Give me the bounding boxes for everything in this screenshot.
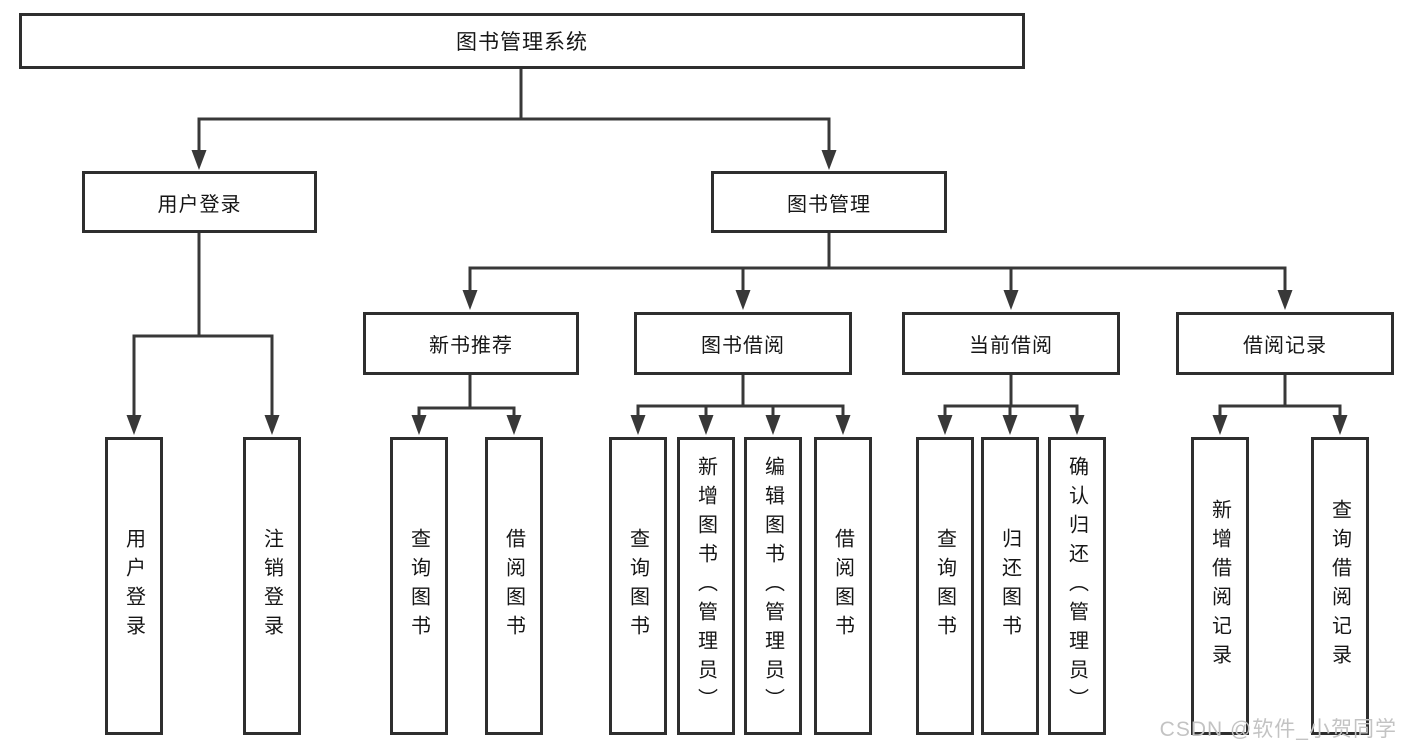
arrowhead-icon bbox=[126, 415, 142, 435]
leaf-query-books-borrowing: 查询图书 bbox=[609, 437, 667, 735]
leaf-query-books-recommend: 查询图书 bbox=[390, 437, 448, 735]
arrowhead-icon bbox=[264, 415, 280, 435]
arrowhead-icon bbox=[462, 290, 478, 310]
node-borrow-records: 借阅记录 bbox=[1176, 312, 1394, 375]
leaf-add-borrow-record: 新增借阅记录 bbox=[1191, 437, 1249, 735]
arrowhead-icon bbox=[411, 415, 427, 435]
leaf-edit-book-admin: 编辑图书（管理员） bbox=[744, 437, 802, 735]
arrowhead-icon bbox=[765, 415, 781, 435]
arrowhead-icon bbox=[1332, 415, 1348, 435]
leaf-user-login: 用户登录 bbox=[105, 437, 163, 735]
node-current-borrowing: 当前借阅 bbox=[902, 312, 1120, 375]
arrowhead-icon bbox=[506, 415, 522, 435]
leaf-logout: 注销登录 bbox=[243, 437, 301, 735]
arrowhead-icon bbox=[191, 150, 207, 170]
leaf-borrow-books: 借阅图书 bbox=[814, 437, 872, 735]
leaf-add-book-admin: 新增图书（管理员） bbox=[677, 437, 735, 735]
arrowhead-icon bbox=[1212, 415, 1228, 435]
node-user-login: 用户登录 bbox=[82, 171, 317, 233]
node-book-management: 图书管理 bbox=[711, 171, 947, 233]
arrowhead-icon bbox=[1277, 290, 1293, 310]
arrowhead-icon bbox=[1003, 290, 1019, 310]
leaf-query-borrow-record: 查询借阅记录 bbox=[1311, 437, 1369, 735]
arrowhead-icon bbox=[821, 150, 837, 170]
arrowhead-icon bbox=[835, 415, 851, 435]
leaf-confirm-return-admin: 确认归还（管理员） bbox=[1048, 437, 1106, 735]
node-book-borrowing: 图书借阅 bbox=[634, 312, 852, 375]
arrowhead-icon bbox=[630, 415, 646, 435]
leaf-return-books: 归还图书 bbox=[981, 437, 1039, 735]
arrowhead-icon bbox=[937, 415, 953, 435]
arrowhead-icon bbox=[1069, 415, 1085, 435]
arrowhead-icon bbox=[698, 415, 714, 435]
arrowhead-icon bbox=[735, 290, 751, 310]
leaf-query-books-current: 查询图书 bbox=[916, 437, 974, 735]
node-library-system: 图书管理系统 bbox=[19, 13, 1025, 69]
leaf-borrow-books-recommend: 借阅图书 bbox=[485, 437, 543, 735]
arrowhead-icon bbox=[1002, 415, 1018, 435]
node-new-book-recommend: 新书推荐 bbox=[363, 312, 579, 375]
